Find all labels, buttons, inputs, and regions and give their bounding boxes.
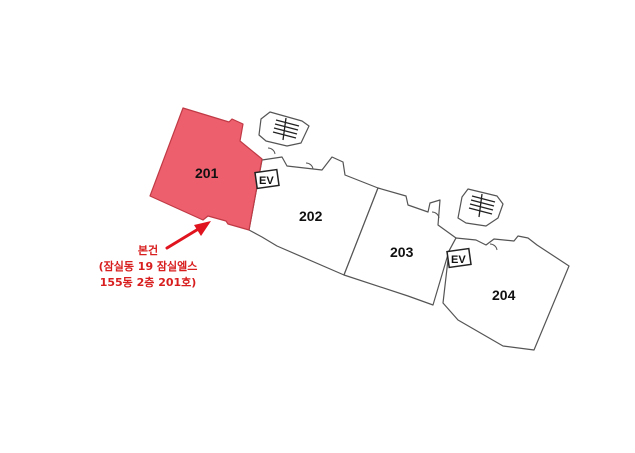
pointer-arrow: [165, 221, 211, 250]
unit-201-label: 201: [195, 165, 219, 181]
unit-203-label: 203: [390, 244, 414, 260]
door-arcs: [267, 147, 498, 251]
unit-202-label: 202: [299, 208, 323, 224]
annotation-line-1: 본건: [137, 244, 159, 257]
elevator-2: EV: [446, 247, 472, 269]
stair-hatch-1: [272, 117, 300, 141]
stair-hatch-2: [468, 193, 496, 218]
elevator-label: EV: [259, 175, 274, 187]
elevator-1: EV: [254, 168, 280, 190]
unit-204-label: 204: [492, 287, 516, 303]
unit-201-shape[interactable]: [149, 107, 263, 231]
annotation-note: 본건 (잠실동 19 잠실엘스 155동 2층 201호): [78, 243, 218, 291]
unit-203-shape[interactable]: [343, 187, 457, 306]
annotation-line-2: (잠실동 19 잠실엘스: [98, 260, 198, 273]
unit-202-shape[interactable]: [248, 156, 379, 276]
annotation-line-3: 155동 2층 201호): [99, 276, 197, 289]
unit-204-shape[interactable]: [442, 235, 570, 351]
elevator-label: EV: [451, 254, 466, 266]
